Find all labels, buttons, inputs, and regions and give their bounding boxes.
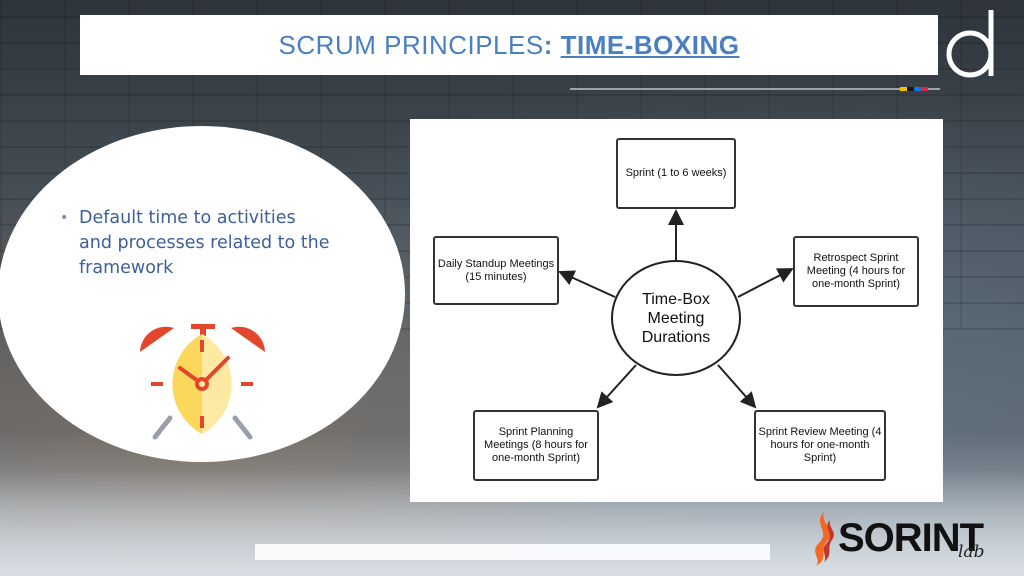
sorint-brand-text: SORINT bbox=[838, 516, 984, 560]
sorint-flame-icon bbox=[815, 512, 834, 566]
sorint-lab-logo: SORINT lab bbox=[808, 510, 1018, 570]
bullet-item: Default time to activities and processes… bbox=[79, 208, 330, 278]
bullet-list: • Default time to activities and process… bbox=[60, 206, 330, 281]
color-bar-accent bbox=[900, 87, 928, 91]
title-underline-divider bbox=[570, 88, 940, 90]
box-sprint: Sprint (1 to 6 weeks) bbox=[616, 138, 736, 209]
slide-title: SCRUM PRINCIPLES: TIME-BOXING bbox=[279, 30, 740, 61]
center-circle-label: Time-Box Meeting Durations bbox=[611, 260, 741, 376]
title-bar: SCRUM PRINCIPLES: TIME-BOXING bbox=[80, 15, 938, 75]
bottom-strip bbox=[255, 544, 770, 560]
diagram-arrows bbox=[558, 209, 794, 409]
box-sprint-review: Sprint Review Meeting (4 hours for one-m… bbox=[754, 410, 886, 481]
alarm-clock-icon bbox=[140, 324, 265, 440]
time-box-diagram: Sprint (1 to 6 weeks) Daily Standup Meet… bbox=[410, 119, 943, 502]
bullet-dot-icon: • bbox=[60, 210, 69, 226]
box-retrospect: Retrospect Sprint Meeting (4 hours for o… bbox=[793, 236, 919, 307]
title-prefix: SCRUM PRINCIPLES bbox=[278, 29, 544, 60]
box-daily-standup: Daily Standup Meetings (15 minutes) bbox=[433, 236, 559, 305]
sorint-lab-suffix: lab bbox=[958, 542, 985, 562]
d-letter-icon bbox=[946, 10, 994, 78]
title-link-time-boxing[interactable]: TIME-BOXING bbox=[560, 29, 740, 60]
title-colon: : bbox=[543, 29, 553, 60]
box-sprint-planning: Sprint Planning Meetings (8 hours for on… bbox=[473, 410, 599, 481]
